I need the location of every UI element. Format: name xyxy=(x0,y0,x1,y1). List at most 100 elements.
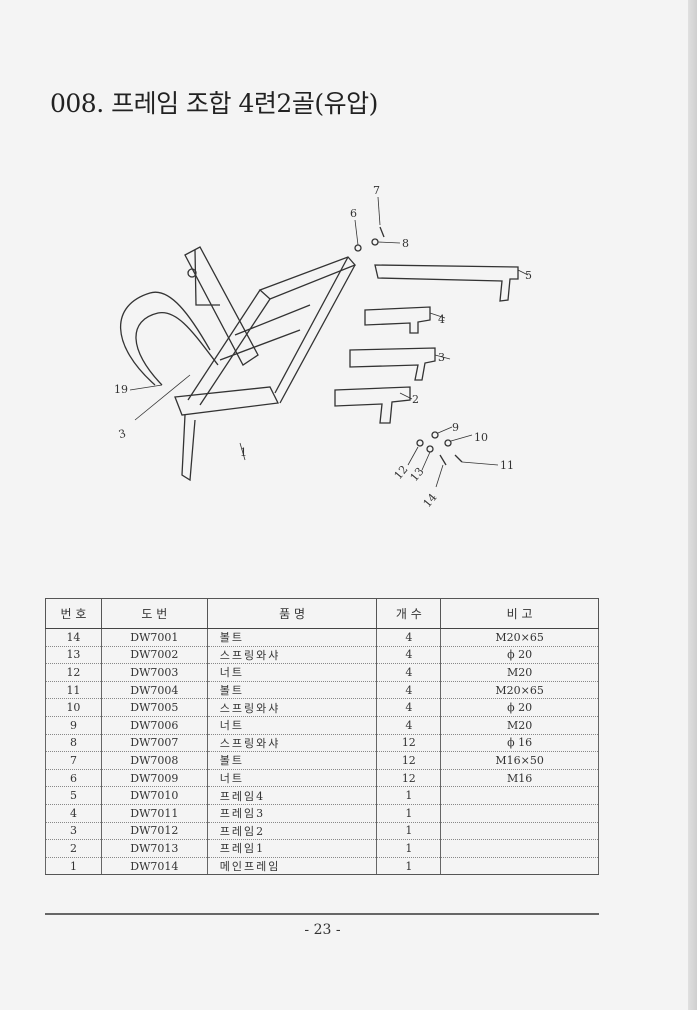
header-drawing-no: 도 번 xyxy=(100,598,208,629)
cell-number: 3 xyxy=(45,822,102,841)
cell-part-name: 너트 xyxy=(206,716,378,735)
washer-part-10 xyxy=(444,439,452,447)
cell-quantity: 4 xyxy=(376,716,442,735)
cell-number: 14 xyxy=(45,628,102,647)
cell-part-name: 스프링와샤 xyxy=(206,646,378,665)
cell-number: 11 xyxy=(45,681,102,700)
callout-12: 12 xyxy=(392,463,411,482)
main-frame-rail-left-inner xyxy=(199,298,271,406)
callout-8: 8 xyxy=(402,237,409,250)
cell-number: 12 xyxy=(45,663,102,682)
cell-quantity: 12 xyxy=(376,769,442,788)
cell-number: 10 xyxy=(45,698,102,717)
cell-number: 6 xyxy=(45,769,102,788)
cell-number: 7 xyxy=(45,751,102,770)
cell-quantity: 1 xyxy=(376,857,442,876)
leader-3 xyxy=(434,354,451,360)
cell-drawing-no: DW7001 xyxy=(100,628,208,647)
hitch-leg xyxy=(181,414,196,482)
cross-member-2 xyxy=(219,329,301,361)
header-number: 번 호 xyxy=(45,598,102,629)
nut-part-6 xyxy=(354,244,362,252)
header-remarks: 비 고 xyxy=(440,598,599,629)
callout-2: 2 xyxy=(412,393,419,406)
cell-quantity: 1 xyxy=(376,804,442,823)
cell-remarks xyxy=(440,786,599,805)
cell-quantity: 1 xyxy=(376,786,442,805)
callout-3-handwritten: 3 xyxy=(117,427,127,441)
frame-3-part xyxy=(364,306,431,334)
cell-drawing-no: DW7009 xyxy=(100,769,208,788)
cell-part-name: 볼트 xyxy=(206,751,378,770)
cell-number: 13 xyxy=(45,646,102,665)
cell-remarks xyxy=(440,804,599,823)
cell-remarks: ϕ 16 xyxy=(440,734,599,753)
cell-remarks xyxy=(440,839,599,858)
cell-drawing-no: DW7008 xyxy=(100,751,208,770)
cell-quantity: 4 xyxy=(376,698,442,717)
cell-remarks: M20×65 xyxy=(440,681,599,700)
leader-19 xyxy=(129,384,163,391)
nut-part-12 xyxy=(416,439,424,447)
cell-remarks: ϕ 20 xyxy=(440,646,599,665)
bolt-part-7 xyxy=(379,226,385,238)
diagram-svg: 1 2 3 4 5 6 7 8 9 10 11 12 13 14 19 3 xyxy=(114,184,532,510)
leader-7 xyxy=(377,196,381,226)
cell-part-name: 스프링와샤 xyxy=(206,734,378,753)
frame-2-part xyxy=(349,347,436,381)
hydraulic-hose-2 xyxy=(135,312,219,386)
cell-quantity: 12 xyxy=(376,734,442,753)
main-frame-rail-right xyxy=(274,256,349,394)
hitch-tower xyxy=(184,246,259,366)
main-frame-rail-right-inner xyxy=(279,264,356,404)
cell-remarks: M16 xyxy=(440,769,599,788)
cell-drawing-no: DW7002 xyxy=(100,646,208,665)
leader-10 xyxy=(450,434,473,442)
leader-6 xyxy=(354,219,359,246)
cell-remarks xyxy=(440,822,599,841)
leader-9 xyxy=(437,426,453,434)
callout-7: 7 xyxy=(373,184,380,197)
cell-number: 5 xyxy=(45,786,102,805)
hitch-arm xyxy=(194,249,220,306)
callout-14: 14 xyxy=(421,491,440,510)
cell-quantity: 4 xyxy=(376,663,442,682)
callout-6: 6 xyxy=(350,207,357,220)
cell-remarks: M20 xyxy=(440,663,599,682)
hitch-pin xyxy=(187,268,197,278)
callout-10: 10 xyxy=(474,431,488,444)
cross-member-1 xyxy=(234,304,311,336)
cell-part-name: 스프링와샤 xyxy=(206,698,378,717)
page-title: 008. 프레임 조합 4련2골(유압) xyxy=(50,89,378,118)
cell-part-name: 볼트 xyxy=(206,681,378,700)
cell-drawing-no: DW7012 xyxy=(100,822,208,841)
cell-remarks: M20 xyxy=(440,716,599,735)
cell-drawing-no: DW7004 xyxy=(100,681,208,700)
cell-part-name: 너트 xyxy=(206,663,378,682)
cell-remarks: ϕ 20 xyxy=(440,698,599,717)
exploded-parts-diagram: 1 2 3 4 5 6 7 8 9 10 11 12 13 14 19 3 xyxy=(100,175,560,520)
page-edge-shadow xyxy=(688,0,697,1010)
leader-2 xyxy=(399,392,413,400)
cell-part-name: 프레임3 xyxy=(206,804,378,823)
cell-part-name: 프레임4 xyxy=(206,786,378,805)
callout-4: 4 xyxy=(438,313,445,326)
frame-1-part xyxy=(334,386,411,424)
cell-drawing-no: DW7007 xyxy=(100,734,208,753)
nut-part-9 xyxy=(431,431,439,439)
cell-number: 8 xyxy=(45,734,102,753)
callout-5: 5 xyxy=(525,269,532,282)
cell-part-name: 너트 xyxy=(206,769,378,788)
cell-quantity: 1 xyxy=(376,839,442,858)
cell-number: 4 xyxy=(45,804,102,823)
